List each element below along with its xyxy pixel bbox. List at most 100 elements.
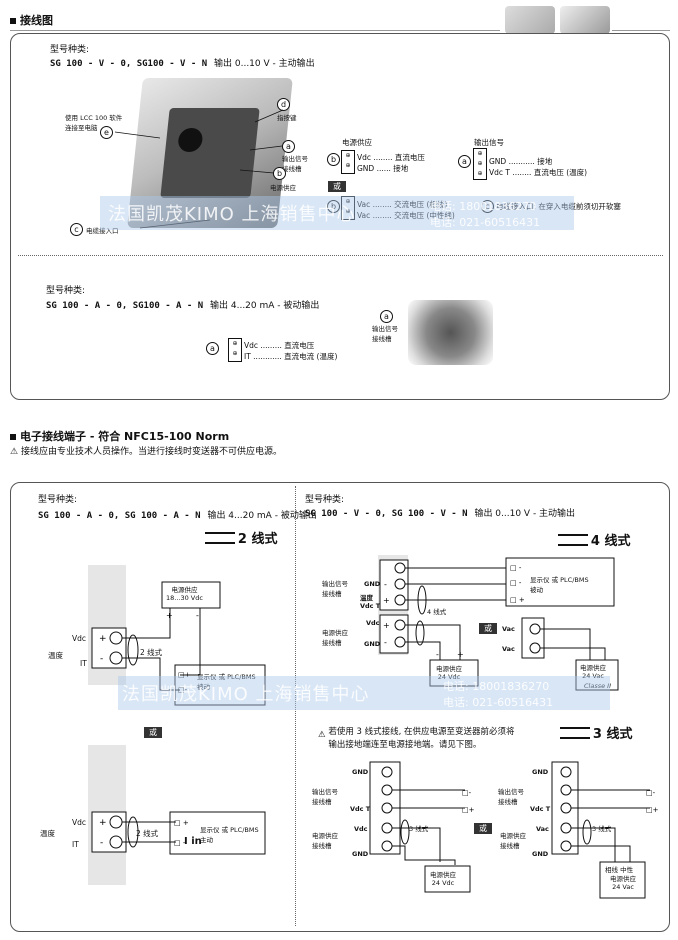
block2-terminal: ⊕⊕ (228, 338, 242, 362)
block1-model-line: SG 100 - V - 0, SG100 - V - N 输出 0...10 … (50, 56, 315, 69)
block2-type-label: 型号种类: (46, 286, 86, 296)
power-b-circle: b (327, 153, 340, 166)
left-display-box-2 (169, 811, 266, 855)
left-psu-box (161, 581, 221, 609)
right3b-neutral: 相线 中性 (605, 866, 634, 874)
triple-bar-icon (205, 532, 235, 544)
right4-out-label: 输出信号 接线槽 (322, 580, 348, 598)
block2-a-circle: a (206, 342, 219, 355)
left-it-2: IT (72, 840, 79, 849)
right3b-gnd2: GND (532, 850, 549, 858)
power-or-text: 或 (328, 181, 346, 192)
output-vdct: Vdc T ........ 直流电压 (温度) (489, 168, 588, 177)
callout-b-marker: b (273, 167, 286, 180)
right3b-out-label: 输出信号 接线槽 (498, 788, 524, 806)
left-display-box (174, 664, 266, 706)
right-note-text: 若使用 3 线式接线, 在供应电源至变送器前必须将 输出接地端连至电源接地端。请… (328, 727, 515, 750)
right4-psu-dc-label: 电源供应 24 Vdc (436, 665, 462, 681)
power-vdc: Vdc ........ 直流电压 (357, 153, 425, 162)
power-b-marker-2: b (327, 200, 340, 213)
callout-c-marker: c (70, 223, 83, 236)
svg-text:+: + (166, 611, 173, 620)
svg-text:□ +: □ + (174, 819, 189, 827)
power-b-marker: b (327, 153, 340, 166)
section2-warning: ⚠ 接线应由专业技术人员操作。当进行接线时变送器不可供应电源。 (10, 444, 282, 457)
left-wire2-2: 2 线式 (136, 829, 159, 838)
right4-gnd-pw-label: GND (364, 640, 381, 648)
cable-note: 电缆接入口: 在穿入电缆前须切开软塞 (496, 202, 621, 211)
callout-e: e (100, 126, 113, 139)
power-terminal: ⊕⊕ (341, 150, 355, 174)
right3a-vdc: Vdc (354, 825, 368, 833)
right3a-pw-label: 电源供应 接线槽 (312, 832, 338, 850)
left-twowire-label: 2 线式 (237, 532, 278, 547)
right4-or-badge: 或 (479, 623, 497, 634)
triple-bar-icon (560, 727, 590, 739)
left-wire2-1: 2 线式 (140, 648, 163, 657)
right4-wire4: 4 线式 (427, 608, 447, 616)
section1-header: 接线图 (10, 12, 53, 28)
callout-e-marker: e (100, 126, 113, 139)
output-a-circle: a (458, 155, 471, 168)
right4-gnd-label: GND (364, 580, 381, 588)
right3a-out-label: 输出信号 接线槽 (312, 788, 338, 806)
watermark-text-2: 法国凯茂KIMO 上海销售中心 (122, 684, 370, 705)
power-vac2: Vac ........ 交流电压 (中性线) (357, 211, 455, 220)
power-gnd: GND ...... 接地 (357, 164, 409, 173)
watermark-phone1-1: 电话: 18001836270 (430, 200, 537, 213)
section1-title: 接线图 (20, 14, 53, 27)
right-threewire-heading: 3 线式 (560, 723, 632, 742)
section2-header: 电子接线端子 - 符合 NFC15-100 Norm (10, 428, 229, 444)
power-terminal-ac: ⊕⊕ (341, 196, 355, 220)
section2-vdivider (295, 486, 296, 926)
right3b-pw-label: 电源供应 接线槽 (500, 832, 526, 850)
left-desc: 输出 4...20 mA - 被动输出 (207, 511, 317, 521)
right3b-psu-ac (599, 861, 646, 899)
right3a-wire3: 3 线式 (409, 825, 429, 833)
block1-model: SG 100 - V - 0, SG100 - V - N (50, 59, 208, 69)
power-or-badge: 或 (328, 181, 346, 192)
block2-a-marker: a (206, 342, 219, 355)
block2-model-line: SG 100 - A - 0, SG100 - A - N 输出 4...20 … (46, 298, 319, 311)
product-thumbnail-1 (505, 6, 555, 34)
power-vac1: Vac ........ 交流电压 (相线) (357, 200, 448, 209)
right3b-psu-label: 电源供应 24 Vac (610, 875, 636, 891)
left-display2-label: 显示仪 或 PLC/BMS 主动 (200, 826, 259, 844)
right4-psu-ac-label: 电源供应 24 Vac (580, 664, 606, 680)
left-vdc-1: Vdc (72, 634, 87, 643)
svg-text:+: + (99, 634, 107, 644)
callout-d: d (277, 98, 290, 111)
svg-text:+: + (383, 621, 390, 630)
watermark-phone1-2: 电话: 18001836270 (443, 680, 550, 693)
product-thumbnail-2 (560, 6, 610, 34)
right-model-line: SG 100 - V - 0, SG 100 - V - N 输出 0...10… (305, 506, 575, 519)
right4-display-box (505, 557, 615, 607)
left-model: SG 100 - A - 0, SG 100 - A - N (38, 511, 201, 521)
svg-text:□+: □+ (462, 806, 475, 814)
svg-text:-: - (196, 611, 199, 620)
callout-a: a (282, 140, 295, 153)
right4-psu-dc (429, 659, 479, 687)
block2-a-marker-2: a (380, 310, 393, 323)
block2-vdc: Vdc ......... 直流电压 (244, 341, 315, 350)
right4-psu-ac (575, 659, 619, 691)
left-psu-label: 电源供应 18...30 Vdc (166, 586, 203, 602)
right3b-gnd: GND (532, 768, 549, 776)
right4-display-label: 显示仪 或 PLC/BMS 被动 (530, 576, 589, 594)
right4-vac1: Vac (502, 625, 515, 633)
svg-text:□ -: □ - (510, 564, 522, 572)
block1-type-label: 型号种类: (50, 45, 90, 55)
power-b-circle-2: b (327, 200, 340, 213)
left-temp-1: 温度 (48, 651, 63, 660)
callout-b: b (273, 167, 286, 180)
callout-a-marker: a (282, 140, 295, 153)
right3b-vac: Vac (536, 825, 549, 833)
svg-text:□+: □+ (178, 671, 191, 679)
callout-c: c (70, 223, 83, 236)
callout-leader-lines (114, 109, 284, 229)
left-or-text: 或 (144, 727, 162, 738)
square-bullet-icon (10, 434, 16, 440)
left-wiring-diagram: +- +- □+□- +- □ +□ - (88, 565, 266, 885)
square-bullet-icon (10, 18, 16, 24)
